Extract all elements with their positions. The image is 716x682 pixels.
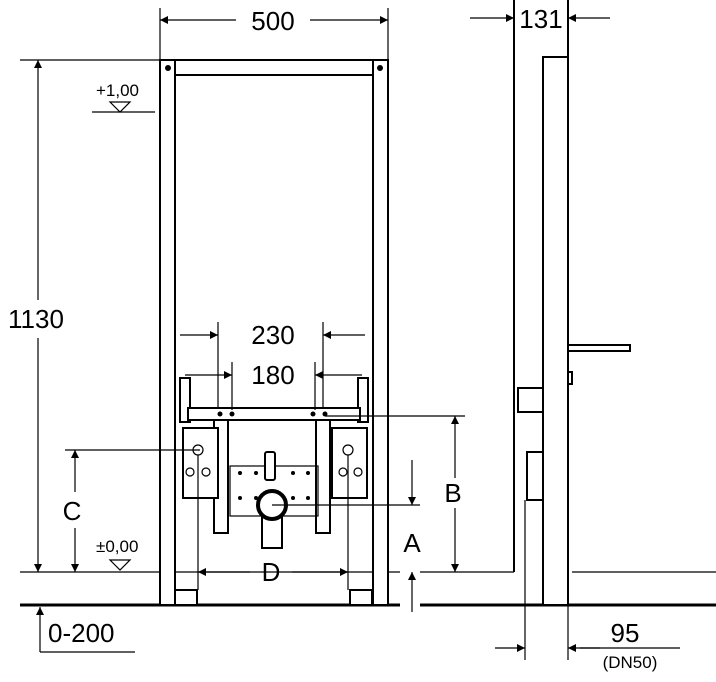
crossbar <box>187 407 361 421</box>
spacing-230: 230 <box>251 320 294 350</box>
front-frame <box>159 59 389 606</box>
level-zero: ±0,00 <box>96 537 138 556</box>
floor-adjust: 0-200 <box>48 618 115 648</box>
height-dim: 1130 <box>8 304 64 334</box>
reference-lines <box>20 59 716 607</box>
side-view <box>513 0 631 660</box>
label-a: A <box>403 528 421 558</box>
level-top: +1,00 <box>96 81 139 100</box>
left-bracket <box>182 427 219 499</box>
label-c: C <box>63 496 82 526</box>
label-b: B <box>444 478 461 508</box>
depth-dim: 131 <box>519 4 562 34</box>
dimensions: 500 1130 +1,00 ±0,00 0-200 230 180 B <box>8 4 680 672</box>
right-bracket <box>331 427 368 499</box>
width-dim: 500 <box>251 6 294 36</box>
spacing-180: 180 <box>251 360 294 390</box>
label-d: D <box>262 557 281 587</box>
drain-size: (DN50) <box>603 653 658 672</box>
drain-dim: 95 <box>611 618 640 648</box>
side-pipe <box>567 344 631 352</box>
